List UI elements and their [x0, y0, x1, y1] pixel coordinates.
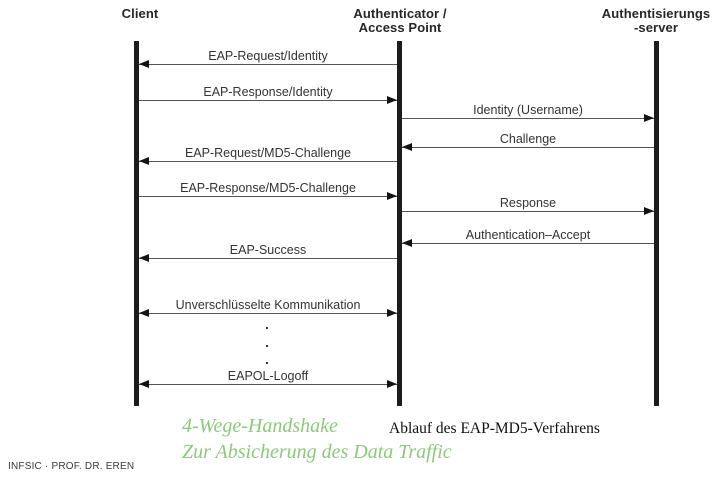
actor-label: Access Point [358, 20, 442, 35]
lifeline-authenticator [397, 41, 402, 406]
figure-caption: Ablauf des EAP-MD5-Verfahrens [389, 420, 600, 437]
ellipsis-dot [266, 362, 268, 364]
message-arrow-response: Response [402, 196, 654, 215]
lifeline-auth-server [654, 41, 659, 406]
message-label: EAPOL-Logoff [227, 369, 309, 383]
message-arrow-authentication-accept: Authentication–Accept [402, 228, 654, 247]
message-arrow-eap-request-identity: EAP-Request/Identity [139, 49, 397, 68]
message-arrow-unencrypted-communication: Unverschlüsselte Kommunikation [139, 298, 397, 317]
message-arrow-eap-response-md5-challenge: EAP-Response/MD5-Challenge [139, 181, 397, 200]
actor-label: Client [121, 6, 159, 21]
actor-header-authenticator: Authenticator / Access Point [330, 7, 470, 35]
actor-header-auth-server: Authentisierungs -server [586, 7, 721, 35]
message-arrow-eap-success: EAP-Success [139, 243, 397, 262]
message-arrow-identity-username: Identity (Username) [402, 103, 654, 122]
message-label: EAP-Response/Identity [203, 85, 333, 99]
message-label: Identity (Username) [473, 103, 583, 117]
ellipsis-dot [266, 327, 268, 329]
actor-label: Authentisierungs [601, 6, 711, 21]
message-arrow-challenge: Challenge [402, 132, 654, 151]
footer-credit: INFSIC · PROF. DR. EREN [8, 461, 135, 472]
actor-label: -server [633, 20, 679, 35]
message-label: Challenge [499, 132, 557, 146]
message-label: Response [499, 196, 557, 210]
caption-handshake-line1: 4-Wege-Handshake [182, 415, 338, 437]
message-label: Unverschlüsselte Kommunikation [175, 298, 361, 312]
actor-label: Authenticator / [353, 6, 447, 21]
message-arrow-eap-request-md5-challenge: EAP-Request/MD5-Challenge [139, 146, 397, 165]
message-arrow-eap-response-identity: EAP-Response/Identity [139, 85, 397, 104]
message-arrow-eapol-logoff: EAPOL-Logoff [139, 369, 397, 388]
message-label: EAP-Request/MD5-Challenge [184, 146, 352, 160]
caption-handshake-line2: Zur Absicherung des Data Traffic [182, 441, 452, 463]
message-label: Authentication–Accept [465, 228, 591, 242]
actor-header-client: Client [90, 7, 190, 21]
ellipsis-dot [266, 345, 268, 347]
message-label: EAP-Response/MD5-Challenge [180, 181, 356, 195]
lifeline-client [134, 41, 139, 406]
message-label: EAP-Success [229, 243, 307, 257]
message-label: EAP-Request/Identity [208, 49, 328, 63]
